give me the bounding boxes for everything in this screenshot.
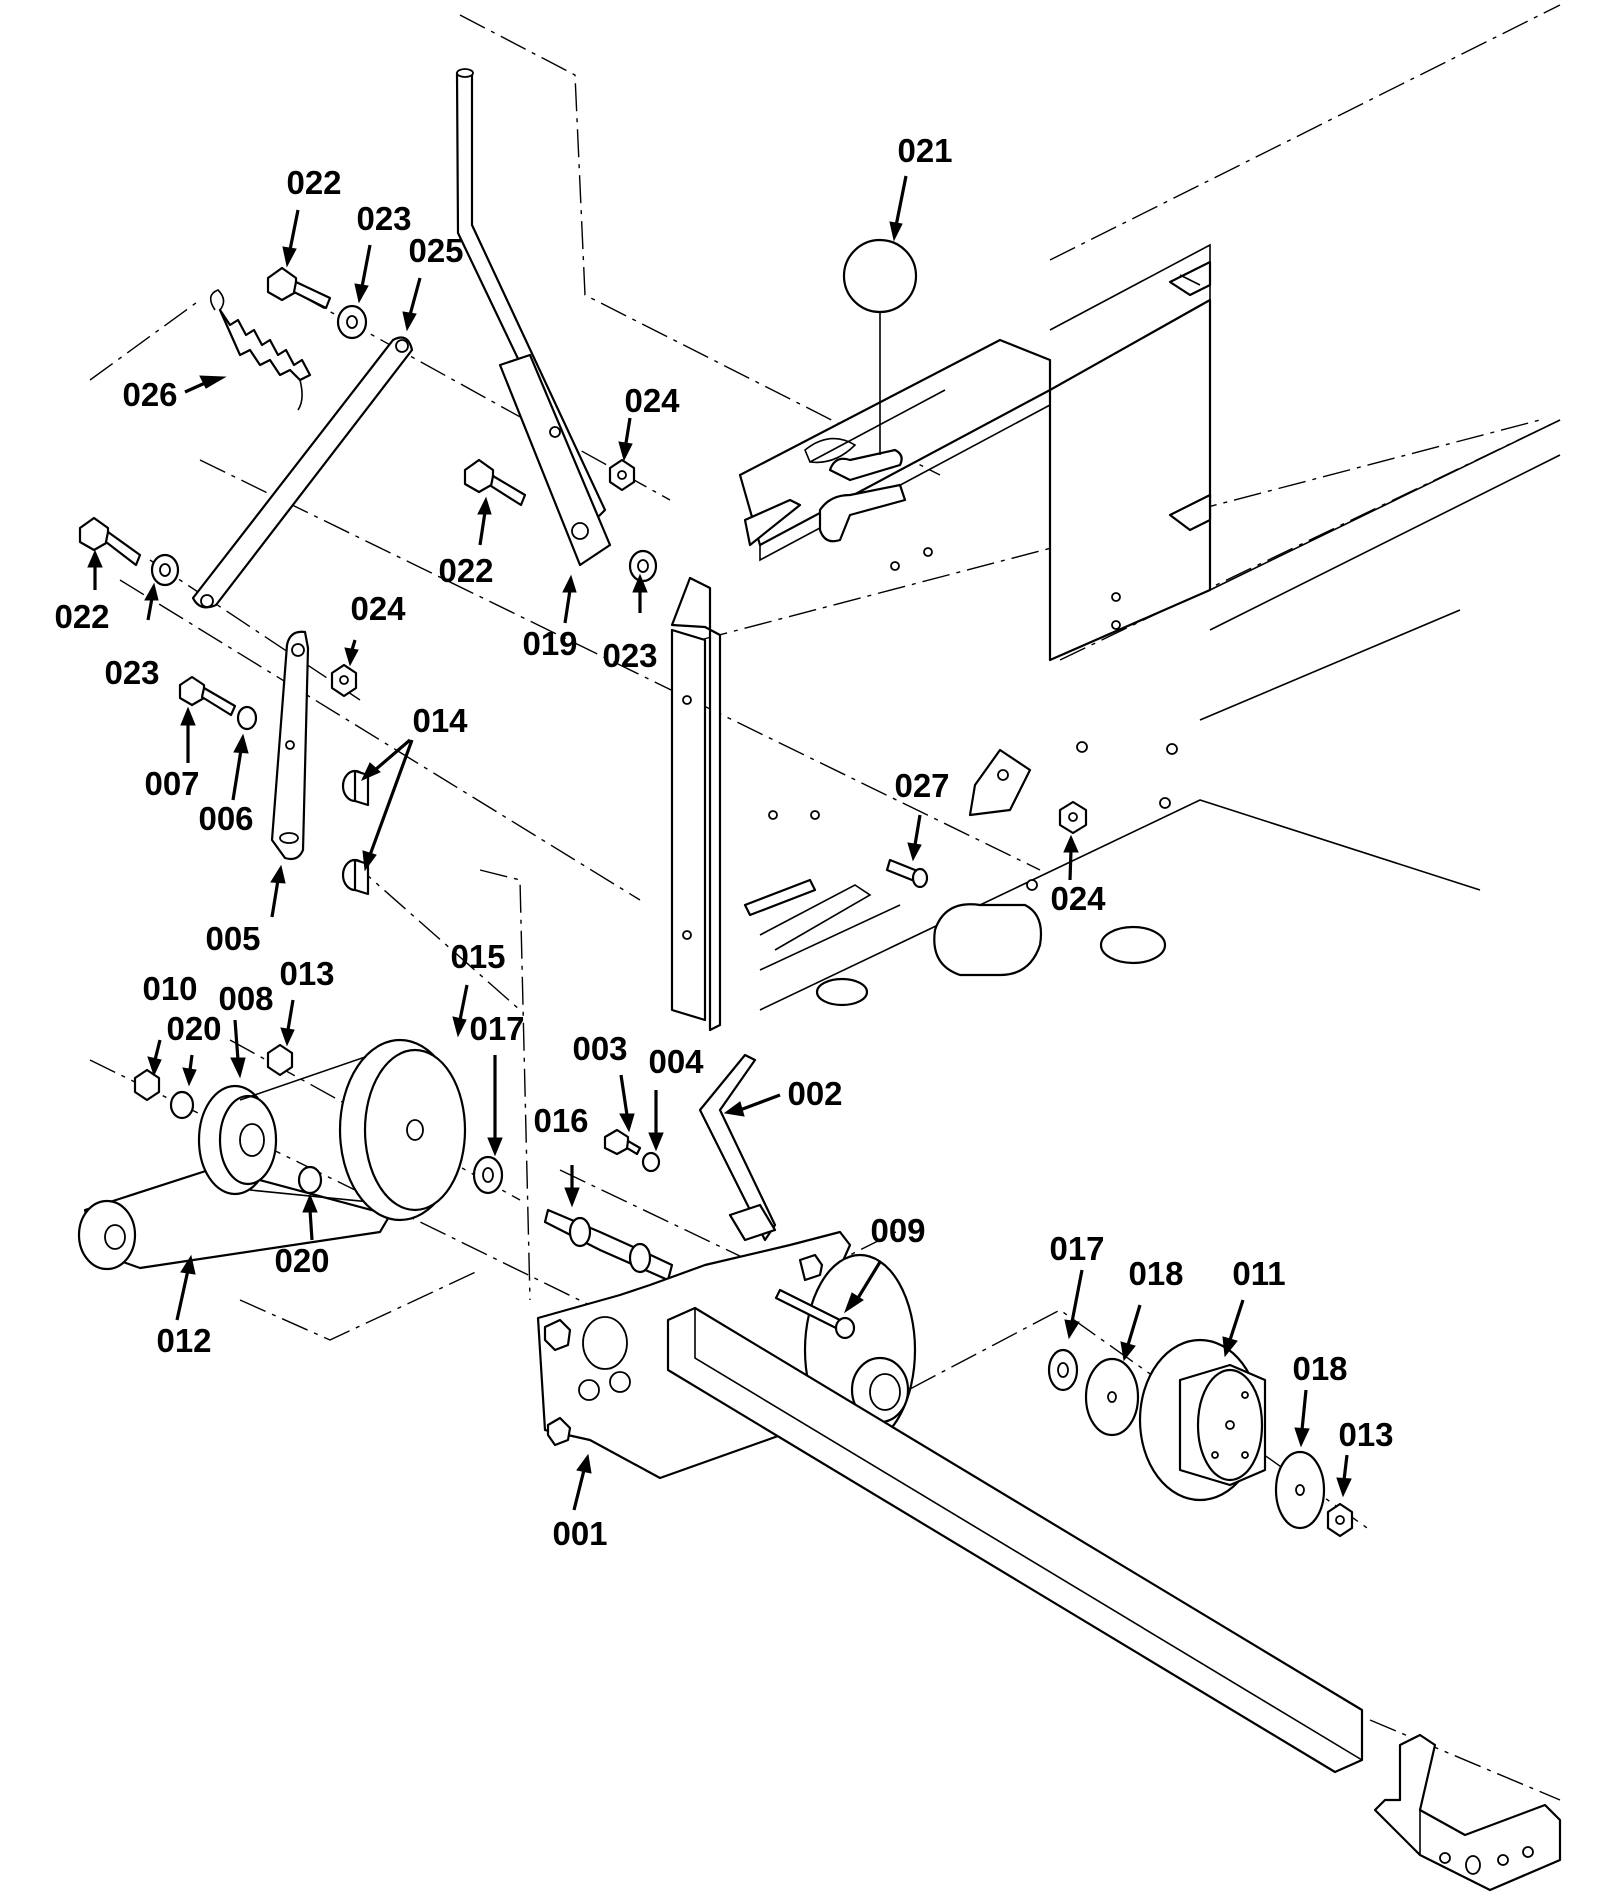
callout-020: 020 bbox=[274, 1242, 329, 1279]
callout-006: 006 bbox=[198, 800, 253, 837]
bolt-003 bbox=[603, 1128, 642, 1156]
spacer-014-upper bbox=[341, 769, 370, 807]
callout-019: 019 bbox=[522, 625, 577, 662]
part-015-main-pulley bbox=[239, 1038, 467, 1222]
callout-003: 003 bbox=[572, 1030, 627, 1067]
callout-024: 024 bbox=[1050, 880, 1106, 917]
callout-021: 021 bbox=[897, 132, 952, 169]
part-005-bracket bbox=[270, 630, 310, 861]
part-008-idler-pulley bbox=[197, 1084, 278, 1196]
callout-013: 013 bbox=[279, 955, 334, 992]
nut-013-right bbox=[1326, 1502, 1354, 1538]
washer-023-top bbox=[336, 304, 368, 340]
washer-023-mid bbox=[628, 549, 658, 583]
part-021-knob bbox=[842, 238, 918, 455]
main-frame bbox=[738, 243, 1561, 1011]
washer-020-lower bbox=[297, 1165, 323, 1195]
bolt-022-mid bbox=[463, 458, 527, 507]
callout-008: 008 bbox=[218, 980, 273, 1017]
bolt-022-top bbox=[266, 266, 332, 310]
part-025-link-bar bbox=[191, 336, 414, 609]
callout-024: 024 bbox=[624, 382, 680, 419]
callout-002: 002 bbox=[787, 1075, 842, 1112]
callout-009: 009 bbox=[870, 1212, 925, 1249]
callout-023: 023 bbox=[602, 637, 657, 674]
callout-020: 020 bbox=[166, 1010, 221, 1047]
callout-004: 004 bbox=[648, 1043, 704, 1080]
callout-001: 001 bbox=[552, 1515, 607, 1552]
leader-arrows bbox=[87, 175, 1352, 1511]
pin-027 bbox=[885, 858, 929, 889]
nut-010 bbox=[133, 1068, 161, 1102]
callout-022: 022 bbox=[286, 164, 341, 201]
washer-020-left bbox=[169, 1090, 195, 1120]
callout-011: 011 bbox=[1232, 1255, 1285, 1292]
callout-015: 015 bbox=[450, 938, 505, 975]
bolt-022-left bbox=[78, 516, 142, 567]
callout-labels: 021 022 023 025 026 024 022 022 023 019 … bbox=[54, 132, 1393, 1552]
callout-007: 007 bbox=[144, 765, 199, 802]
callout-018: 018 bbox=[1292, 1350, 1347, 1387]
part-016-shaft bbox=[543, 1208, 674, 1282]
part-arm-beam bbox=[666, 1306, 1364, 1774]
bolt-009 bbox=[774, 1288, 856, 1340]
washer-017-left bbox=[472, 1155, 504, 1195]
vertical-post bbox=[670, 576, 722, 1032]
callout-022: 022 bbox=[438, 552, 493, 589]
callout-012: 012 bbox=[156, 1322, 211, 1359]
part-026-spring bbox=[209, 289, 312, 411]
washer-017-right bbox=[1047, 1348, 1079, 1392]
callout-025: 025 bbox=[408, 232, 463, 269]
callout-018: 018 bbox=[1128, 1255, 1183, 1292]
callout-022: 022 bbox=[54, 598, 109, 635]
washer-023-left bbox=[150, 553, 180, 587]
nut-024-left bbox=[330, 663, 358, 698]
callout-010: 010 bbox=[142, 970, 197, 1007]
callout-023: 023 bbox=[104, 654, 159, 691]
nut-013-left bbox=[266, 1043, 294, 1077]
washer-006 bbox=[236, 705, 258, 731]
part-012-belt-arm bbox=[77, 1166, 392, 1271]
washer-018-right bbox=[1274, 1450, 1326, 1530]
callout-014: 014 bbox=[412, 702, 468, 739]
callout-023: 023 bbox=[356, 200, 411, 237]
callout-027: 027 bbox=[894, 767, 949, 804]
callout-026: 026 bbox=[122, 376, 177, 413]
callout-016: 016 bbox=[533, 1102, 588, 1139]
callout-005: 005 bbox=[205, 920, 260, 957]
callout-017: 017 bbox=[469, 1010, 524, 1047]
part-011-clutch bbox=[1138, 1338, 1267, 1502]
washer-018-left bbox=[1084, 1357, 1140, 1437]
part-019-lever bbox=[455, 68, 612, 567]
part-002-bracket bbox=[698, 1053, 777, 1242]
bolt-007 bbox=[178, 675, 237, 717]
nut-024-upper bbox=[608, 458, 636, 492]
part-end-bracket bbox=[1373, 1733, 1562, 1892]
washer-004 bbox=[641, 1151, 661, 1173]
nut-024-right bbox=[1058, 800, 1088, 835]
callout-017: 017 bbox=[1049, 1230, 1104, 1267]
callout-013: 013 bbox=[1338, 1416, 1393, 1453]
callout-024: 024 bbox=[350, 590, 406, 627]
